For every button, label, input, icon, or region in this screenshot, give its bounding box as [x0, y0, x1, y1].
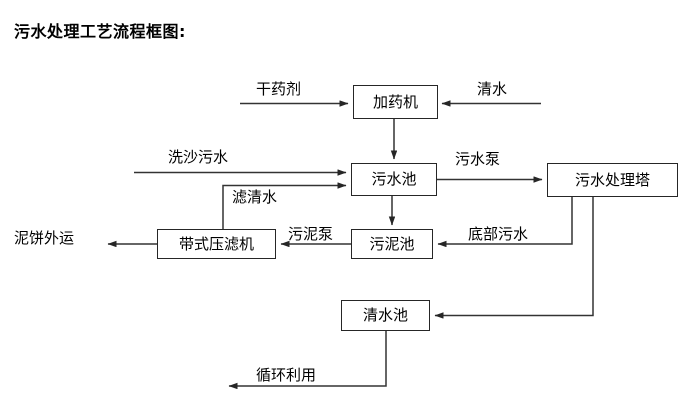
- node-label: 清水池: [362, 306, 408, 324]
- edge-label-wastewater-pump: 污水泵: [455, 150, 501, 168]
- edge-treatment-tower-to-clean-water-pool: [434, 197, 594, 319]
- edge-label-clean-water-input: 清水: [477, 80, 508, 98]
- node-label: 带式压滤机: [178, 234, 254, 253]
- edge-label-filtered-clear-water: 滤清水: [232, 188, 278, 206]
- node-label: 污泥池: [369, 234, 415, 253]
- node-label: 加药机: [372, 92, 418, 111]
- page-title: 污水处理工艺流程框图:: [14, 22, 186, 41]
- node-label: 污水处理塔: [574, 170, 650, 189]
- edge-filtered-water-to-wastewater-pool: [222, 182, 347, 229]
- edge-label-sand-wash-wastewater: 洗沙污水: [168, 148, 229, 166]
- edge-label-bottom-wastewater: 底部污水: [468, 225, 529, 243]
- edge-treatment-tower-to-sludge-pool: [437, 197, 573, 248]
- node-dosing-machine[interactable]: 加药机: [353, 85, 438, 119]
- node-sludge-pool[interactable]: 污泥池: [351, 229, 433, 259]
- edge-label-dry-chemical: 干药剂: [256, 80, 302, 98]
- node-treatment-tower[interactable]: 污水处理塔: [547, 163, 678, 197]
- edge-label-sludge-pump: 污泥泵: [288, 225, 334, 243]
- node-clean-water-pool[interactable]: 清水池: [341, 300, 430, 331]
- node-label: 污水池: [371, 170, 417, 188]
- node-wastewater-pool[interactable]: 污水池: [351, 163, 437, 196]
- edge-label-recycle-reuse: 循环利用: [256, 366, 317, 384]
- terminal-mud-cake-output: 泥饼外运: [14, 229, 75, 247]
- edge-clean-water-pool-to-recycle: [228, 331, 387, 390]
- node-belt-filter-press[interactable]: 带式压滤机: [157, 229, 276, 259]
